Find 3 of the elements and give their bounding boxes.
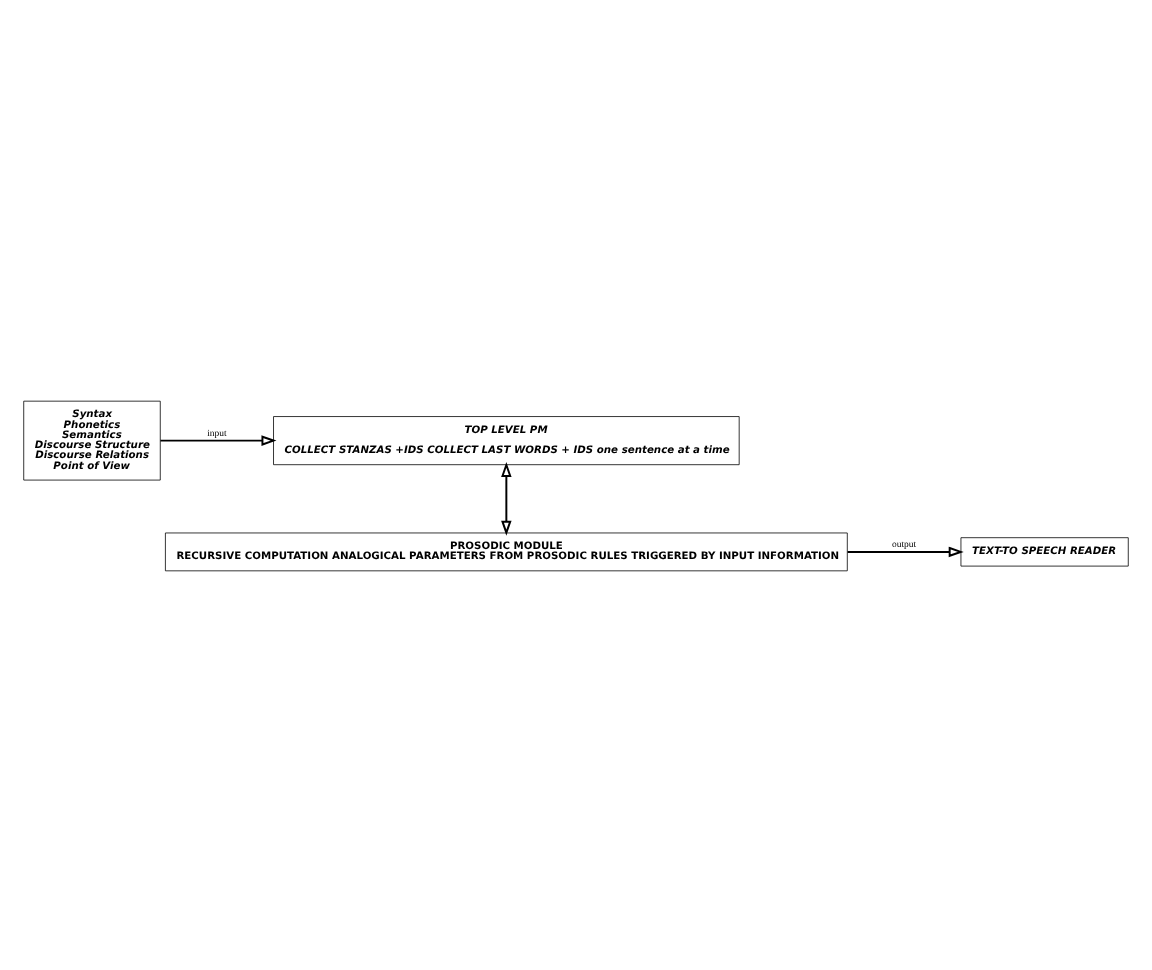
arrow bbox=[501, 460, 512, 535]
arrow bbox=[846, 545, 964, 557]
arrow bbox=[159, 434, 277, 445]
